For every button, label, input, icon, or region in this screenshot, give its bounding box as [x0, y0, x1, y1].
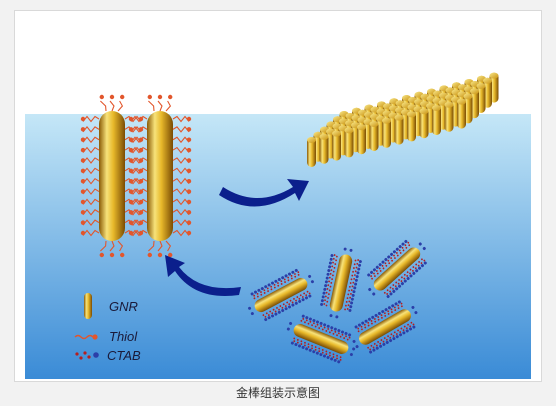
exchange-arrow — [165, 255, 241, 296]
legend-gnr-icon — [84, 293, 92, 319]
ctab-nanorod — [352, 300, 418, 354]
array-rod — [432, 105, 441, 135]
ctab-nanorod — [367, 239, 427, 299]
array-rod — [357, 124, 366, 155]
array-rod — [457, 98, 466, 129]
ctab-nanorod — [320, 247, 362, 319]
array-rod — [369, 121, 379, 151]
gold-nanorod-assembly-diagram: GNR Thiol CTAB — [25, 19, 531, 379]
nanorod-thiol — [128, 94, 192, 258]
legend-thiol-icon — [74, 334, 98, 340]
figure-frame: GNR Thiol CTAB — [14, 10, 542, 382]
array-rod — [319, 133, 329, 164]
array-rod — [344, 127, 354, 158]
ctab-coated-nanorods — [248, 239, 427, 364]
legend-thiol-label: Thiol — [109, 329, 138, 344]
array-rod — [444, 101, 454, 132]
figure-caption: 金棒组装示意图 — [235, 386, 320, 400]
array-rod — [332, 130, 341, 161]
assembled-nanorod-array — [307, 72, 499, 167]
thiol-capped-nanorod-pair — [80, 94, 192, 258]
array-rod — [394, 114, 404, 145]
nanorod-thiol — [80, 94, 144, 258]
ctab-nanorod — [248, 268, 314, 322]
legend-ctab-icon — [75, 351, 99, 360]
ctab-nanorod — [286, 314, 356, 364]
array-rod — [307, 137, 316, 167]
array-rod — [407, 111, 416, 142]
assembly-arrow — [219, 179, 309, 207]
legend-ctab-label: CTAB — [107, 348, 141, 363]
legend-gnr-label: GNR — [109, 299, 138, 314]
legend: GNR Thiol CTAB — [74, 293, 141, 363]
array-rod — [419, 108, 429, 139]
array-rod — [382, 117, 391, 148]
